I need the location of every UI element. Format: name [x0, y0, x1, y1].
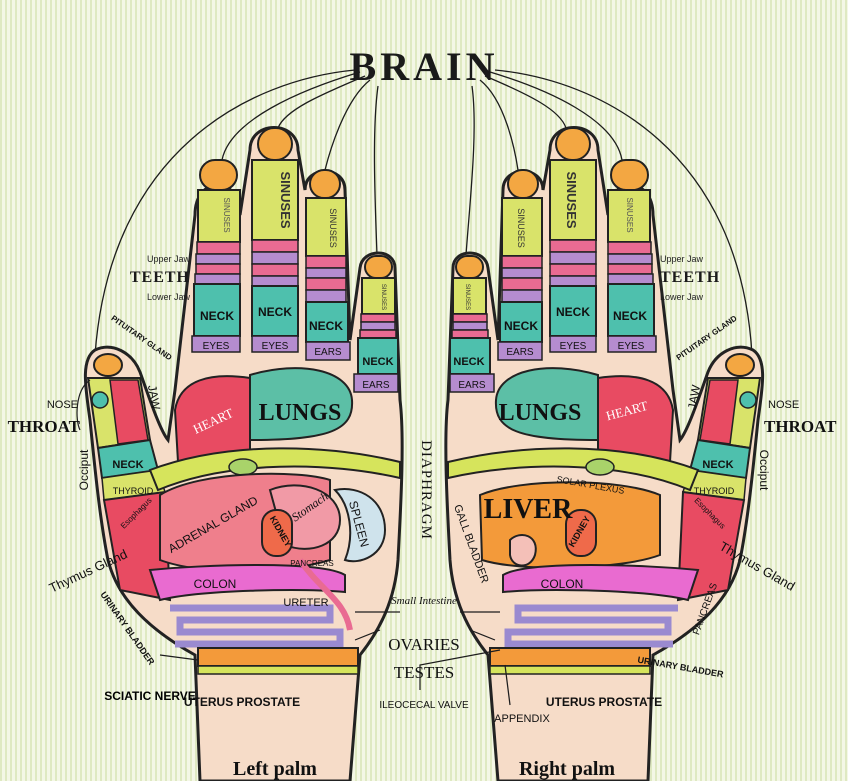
right-sinuses-label-2: SINUSES — [564, 171, 579, 228]
right-ears-label-1: EARS — [506, 347, 534, 358]
right-hand — [444, 126, 765, 781]
small-intestine-label: Small Intestine — [391, 595, 457, 607]
left-ureter-label: URETER — [283, 597, 328, 609]
left-thumb-neck-label: NECK — [112, 459, 143, 471]
left-lungs-zone — [249, 367, 354, 442]
left-teeth-label: TEETH — [130, 269, 190, 286]
right-upper-jaw-label: Upper Jaw — [660, 254, 704, 264]
left-index-finger — [191, 159, 241, 353]
left-upper-jaw-label: Upper Jaw — [147, 254, 191, 264]
right-colon-band — [502, 564, 700, 602]
center-leader-lines — [76, 379, 511, 706]
left-throat-label: THROAT — [8, 417, 81, 436]
left-lower-jaw-label: Lower Jaw — [147, 292, 191, 302]
brain-title: BRAIN — [350, 44, 499, 89]
right-neck-label-2: NECK — [556, 305, 590, 319]
ileocecal-label: ILEOCECAL VALVE — [379, 700, 469, 711]
right-neck-label-1: NECK — [613, 309, 647, 323]
left-jaw-label: JAW — [145, 384, 163, 412]
right-ring-finger — [497, 169, 543, 361]
right-lungs-zone — [494, 367, 599, 442]
diaphragm-label: DIAPHRAGM — [418, 440, 434, 540]
right-jaw-label: JAW — [685, 383, 703, 411]
right-eyes-label-1: EYES — [618, 341, 645, 352]
left-kidney-shape — [261, 509, 293, 557]
left-uterus-label: UTERUS PROSTATE — [184, 695, 300, 709]
left-ears-label-2: EARS — [362, 380, 390, 391]
right-little-finger — [449, 255, 495, 393]
left-neck-label-3: NECK — [309, 319, 343, 333]
left-diaphragm-band — [148, 447, 401, 492]
left-small-intestine — [170, 604, 344, 648]
right-nose-label: NOSE — [768, 399, 799, 411]
right-diaphragm-band — [447, 447, 700, 492]
testes-label: TESTES — [394, 663, 454, 682]
left-wrist-band — [197, 647, 359, 667]
right-thumb-neck-label: NECK — [702, 459, 733, 471]
left-spleen-zone — [332, 488, 387, 563]
left-middle-finger — [251, 127, 299, 353]
left-colon-label: COLON — [194, 577, 237, 591]
left-neck-label-2: NECK — [258, 305, 292, 319]
left-lungs-label: LUNGS — [259, 400, 342, 426]
left-sinuses-label-3: SINUSES — [328, 208, 338, 248]
right-small-intestine — [504, 604, 678, 648]
right-kidney-shape — [565, 509, 597, 557]
left-little-finger — [353, 255, 399, 393]
right-occiput-label: Occiput — [757, 450, 771, 491]
left-ring-finger — [305, 169, 351, 361]
left-ears-label-1: EARS — [314, 347, 342, 358]
right-wrist-band — [489, 647, 651, 667]
right-eyes-label-2: EYES — [560, 341, 587, 352]
brain-connector-lines — [94, 69, 753, 356]
left-sciatic-label: SCIATIC NERVE — [104, 689, 196, 703]
left-eyes-label-2: EYES — [262, 341, 289, 352]
right-appendix-label: APPENDIX — [494, 713, 550, 725]
right-teeth-label: TEETH — [660, 269, 720, 286]
right-lower-jaw-label: Lower Jaw — [660, 292, 704, 302]
left-sinuses-label-4: SINUSES — [380, 284, 386, 310]
right-gallbladder-shape — [509, 534, 537, 567]
right-sinuses-label-1: SINUSES — [625, 197, 634, 232]
left-colon-band — [148, 564, 346, 602]
right-lungs-label: LUNGS — [499, 400, 582, 426]
right-neck-label-3: NECK — [504, 319, 538, 333]
right-index-finger — [607, 159, 657, 353]
right-liver-label: LIVER — [484, 494, 573, 525]
right-throat-label: THROAT — [764, 417, 837, 436]
left-pancreas-label: PANCREAS — [290, 559, 333, 568]
left-sinuses-label-1: SINUSES — [222, 197, 231, 232]
left-thyroid-label: THYROID — [113, 486, 154, 496]
left-hand — [83, 126, 404, 781]
left-palm-caption: Left palm — [233, 758, 317, 780]
right-neck-label-4: NECK — [453, 356, 484, 368]
right-colon-label: COLON — [541, 577, 584, 591]
right-palm-caption: Right palm — [519, 758, 615, 780]
right-sinuses-label-3: SINUSES — [516, 208, 526, 248]
ovaries-label: OVARIES — [388, 635, 459, 654]
right-uterus-label: UTERUS PROSTATE — [546, 695, 662, 709]
left-neck-label-1: NECK — [200, 309, 234, 323]
left-eyes-label-1: EYES — [203, 341, 230, 352]
left-neck-label-4: NECK — [362, 356, 393, 368]
right-ears-label-2: EARS — [458, 380, 486, 391]
left-nose-label: NOSE — [47, 399, 78, 411]
left-occiput-label: Occiput — [77, 449, 91, 490]
right-middle-finger — [549, 127, 597, 353]
right-sinuses-label-4: SINUSES — [464, 284, 470, 310]
left-sinuses-label-2: SINUSES — [278, 171, 293, 228]
right-thyroid-label: THYROID — [694, 486, 735, 496]
